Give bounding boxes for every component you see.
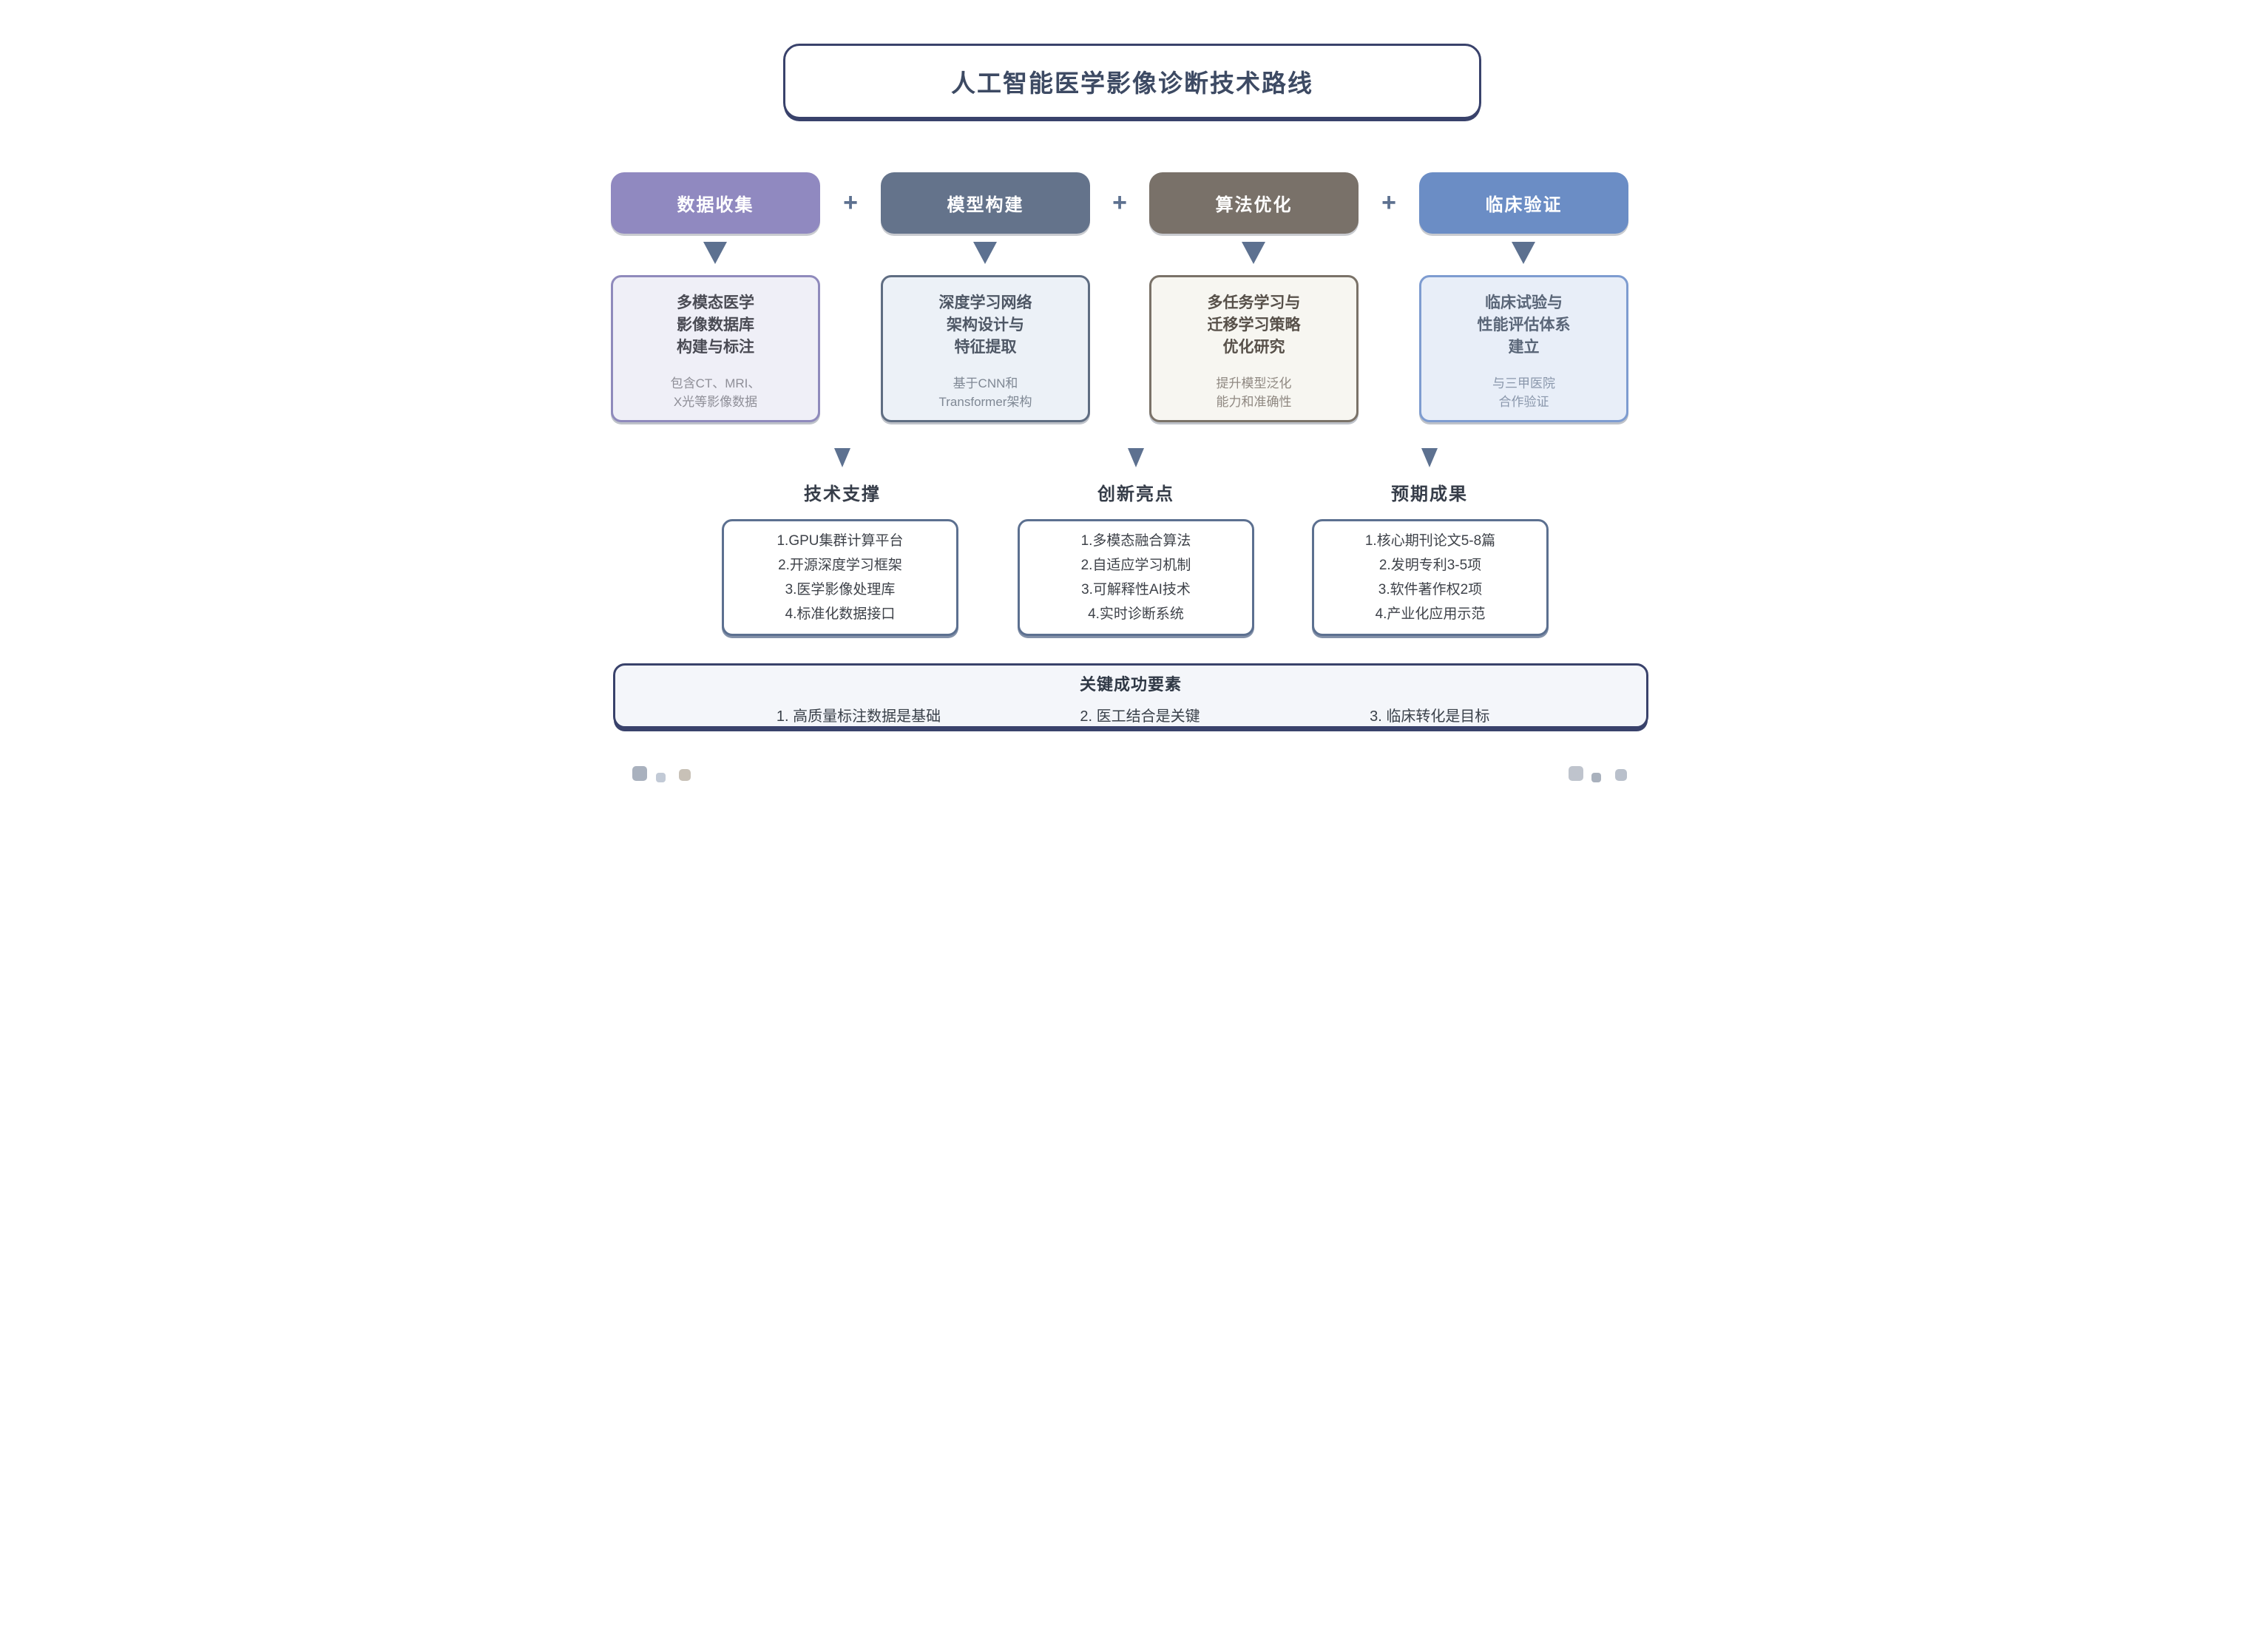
key-success-factor: 3. 临床转化是目标 [1370, 708, 1490, 725]
detail-sub-line: 提升模型泛化 [1216, 376, 1292, 390]
list-item: 1.多模态融合算法 [1080, 533, 1191, 549]
list-item: 4.标准化数据接口 [785, 606, 896, 622]
detail-sub-line: 能力和准确性 [1216, 395, 1292, 409]
down-arrow-icon [973, 242, 997, 264]
list-item: 1.核心期刊论文5-8篇 [1364, 533, 1496, 549]
phase-header-clinical-validation: 临床验证 [1419, 172, 1628, 234]
detail-title-line: 优化研究 [1222, 339, 1285, 356]
list-item: 3.医学影像处理库 [785, 582, 896, 598]
list-item: 2.自适应学习机制 [1080, 558, 1191, 573]
down-arrow-icon [834, 448, 850, 467]
detail-title-line: 建立 [1508, 339, 1540, 356]
decor-square [1569, 766, 1583, 781]
section-list-expected-outcomes: 1.核心期刊论文5-8篇 2.发明专利3-5项 3.软件著作权2项 4.产业化应… [1312, 519, 1549, 636]
roadmap-canvas: 人工智能医学影像诊断技术路线 数据收集 + 模型构建 + 算法优化 + 临床验证… [565, 0, 1695, 826]
phase-label: 临床验证 [1485, 195, 1563, 215]
title-box: 人工智能医学影像诊断技术路线 [783, 44, 1481, 119]
detail-sub-line: 包含CT、MRI、 [670, 376, 761, 390]
detail-sub-line: X光等影像数据 [673, 395, 758, 409]
detail-title-line: 性能评估体系 [1477, 316, 1571, 334]
phase-label: 数据收集 [677, 195, 754, 215]
plus-icon: + [1381, 189, 1396, 217]
key-success-factor: 1. 高质量标注数据是基础 [776, 708, 941, 725]
phase-detail-algorithm-optimization: 多任务学习与 迁移学习策略 优化研究 提升模型泛化 能力和准确性 [1149, 275, 1359, 422]
section-list-innovation-highlights: 1.多模态融合算法 2.自适应学习机制 3.可解释性AI技术 4.实时诊断系统 [1018, 519, 1254, 636]
section-list-tech-support: 1.GPU集群计算平台 2.开源深度学习框架 3.医学影像处理库 4.标准化数据… [722, 519, 958, 636]
plus-icon: + [843, 189, 858, 217]
detail-sub-line: 与三甲医院 [1492, 376, 1555, 390]
down-arrow-icon [1421, 448, 1438, 467]
phase-label: 算法优化 [1215, 195, 1293, 215]
detail-title-line: 深度学习网络 [938, 294, 1032, 311]
phase-header-algorithm-optimization: 算法优化 [1149, 172, 1359, 234]
detail-title-line: 特征提取 [954, 339, 1017, 356]
detail-title-line: 临床试验与 [1485, 294, 1563, 311]
phase-header-data-collection: 数据收集 [611, 172, 820, 234]
decor-square [679, 769, 691, 781]
phase-header-model-building: 模型构建 [881, 172, 1090, 234]
down-arrow-icon [1128, 448, 1144, 467]
detail-sub-line: 合作验证 [1498, 395, 1549, 409]
list-item: 4.产业化应用示范 [1375, 606, 1486, 622]
key-success-factors-box: 关键成功要素 1. 高质量标注数据是基础 2. 医工结合是关键 3. 临床转化是… [613, 663, 1648, 728]
list-item: 3.可解释性AI技术 [1081, 582, 1191, 598]
phase-detail-model-building: 深度学习网络 架构设计与 特征提取 基于CNN和 Transformer架构 [881, 275, 1090, 422]
list-item: 4.实时诊断系统 [1088, 606, 1184, 622]
phase-label: 模型构建 [947, 195, 1024, 215]
phase-detail-data-collection: 多模态医学 影像数据库 构建与标注 包含CT、MRI、 X光等影像数据 [611, 275, 820, 422]
list-item: 1.GPU集群计算平台 [777, 533, 904, 549]
phase-detail-clinical-validation: 临床试验与 性能评估体系 建立 与三甲医院 合作验证 [1419, 275, 1628, 422]
decor-square [1615, 769, 1627, 781]
detail-title-line: 多模态医学 [677, 294, 754, 311]
detail-title-line: 构建与标注 [677, 339, 754, 356]
detail-title-line: 影像数据库 [677, 316, 754, 334]
section-label-tech-support: 技术支撑 [804, 484, 881, 504]
detail-title-line: 架构设计与 [947, 316, 1024, 334]
down-arrow-icon [1242, 242, 1265, 264]
section-label-innovation-highlights: 创新亮点 [1097, 484, 1174, 504]
list-item: 2.发明专利3-5项 [1378, 558, 1482, 573]
plus-icon: + [1112, 189, 1127, 217]
decor-square [656, 773, 666, 782]
list-item: 2.开源深度学习框架 [778, 558, 902, 573]
section-label-expected-outcomes: 预期成果 [1391, 484, 1468, 504]
down-arrow-icon [703, 242, 727, 264]
list-item: 3.软件著作权2项 [1378, 582, 1483, 598]
key-success-factors-title: 关键成功要素 [1079, 675, 1182, 694]
down-arrow-icon [1512, 242, 1535, 264]
decor-square [632, 766, 647, 781]
detail-title-line: 多任务学习与 [1207, 294, 1301, 311]
page-title: 人工智能医学影像诊断技术路线 [951, 70, 1313, 97]
detail-sub-line: 基于CNN和 [953, 376, 1018, 390]
detail-title-line: 迁移学习策略 [1207, 316, 1301, 334]
key-success-factor: 2. 医工结合是关键 [1080, 708, 1200, 725]
detail-sub-line: Transformer架构 [938, 395, 1032, 409]
decor-square [1591, 773, 1601, 782]
